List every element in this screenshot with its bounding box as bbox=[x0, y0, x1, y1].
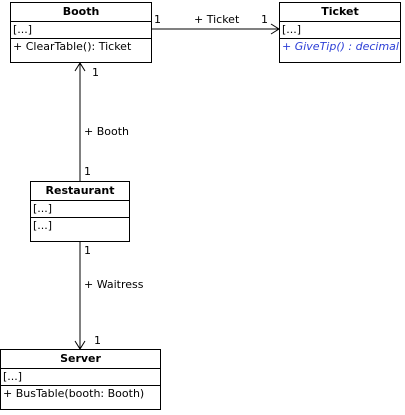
restaurant-booth-target-multiplicity: 1 bbox=[92, 66, 99, 79]
booth-ticket-target-multiplicity: 1 bbox=[261, 13, 268, 26]
booth-class-name: Booth bbox=[11, 3, 151, 22]
restaurant-server-source-multiplicity: 1 bbox=[84, 244, 91, 257]
booth-ticket-role: + Ticket bbox=[194, 13, 240, 26]
restaurant-server-target-multiplicity: 1 bbox=[94, 334, 101, 347]
ticket-class[interactable]: Ticket [...] + GiveTip() : decimal bbox=[279, 2, 401, 63]
booth-ticket-source-multiplicity: 1 bbox=[154, 13, 161, 26]
restaurant-booth-arrowhead bbox=[74, 62, 86, 72]
restaurant-booth-role: + Booth bbox=[84, 125, 130, 138]
booth-operations: + ClearTable(): Ticket bbox=[13, 40, 132, 53]
restaurant-booth-source-multiplicity: 1 bbox=[84, 165, 91, 178]
restaurant-class[interactable]: Restaurant [...] [...] bbox=[30, 181, 130, 242]
ticket-attributes: [...] bbox=[280, 22, 400, 39]
ticket-class-name: Ticket bbox=[280, 3, 400, 22]
restaurant-class-name: Restaurant bbox=[31, 182, 129, 201]
server-attributes: [...] bbox=[1, 369, 160, 386]
booth-class[interactable]: Booth [...] + ClearTable(): Ticket bbox=[10, 2, 152, 63]
server-operations: + BusTable(booth: Booth) bbox=[3, 387, 145, 400]
restaurant-server-role: + Waitress bbox=[84, 278, 144, 291]
restaurant-attributes: [...] bbox=[31, 201, 129, 218]
restaurant-operations: [...] bbox=[33, 219, 53, 232]
ticket-operations: + GiveTip() : decimal bbox=[282, 40, 399, 53]
booth-attributes: [...] bbox=[11, 22, 151, 39]
server-class[interactable]: Server [...] + BusTable(booth: Booth) bbox=[0, 349, 161, 410]
server-class-name: Server bbox=[1, 350, 160, 369]
